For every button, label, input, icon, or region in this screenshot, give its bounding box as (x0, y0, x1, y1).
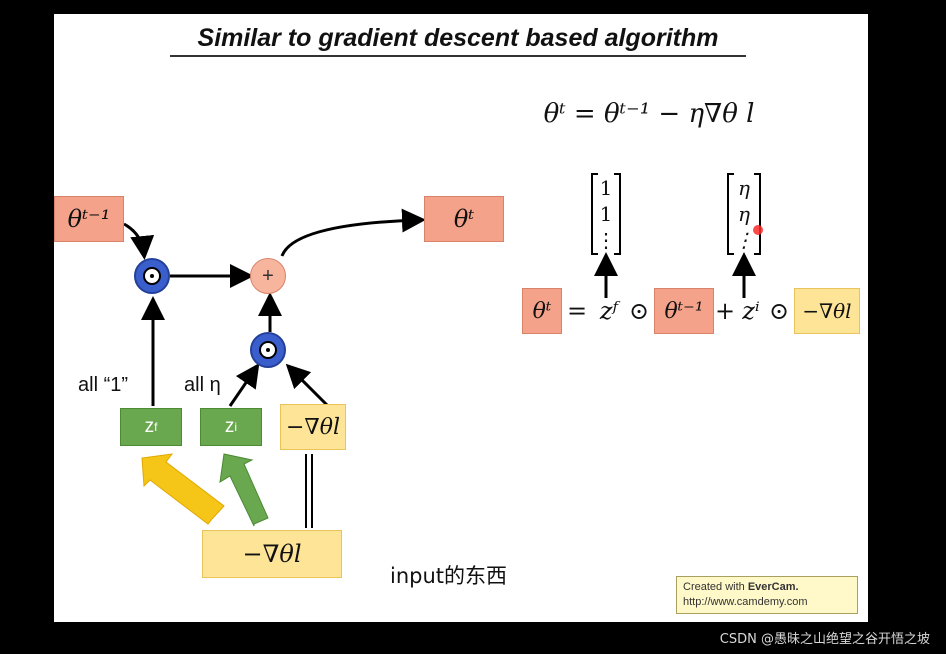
bracket-eta-left (727, 173, 734, 255)
slide-title: Similar to gradient descent based algori… (170, 24, 746, 57)
theta-t-box: θᵗ (424, 196, 504, 242)
zf-sup: f (154, 420, 158, 434)
arrow-plus-to-theta (280, 208, 426, 257)
evercam-watermark: Created with EverCam. http://www.camdemy… (676, 576, 858, 614)
arrow-theta-prev-to-odot (123, 222, 155, 260)
big-green-arrow (219, 453, 269, 527)
bracket-eta-right (754, 173, 761, 255)
equation-top: θᵗ = θᵗ⁻¹ − η∇θ l (543, 99, 755, 129)
zi-sup: i (234, 420, 238, 434)
formula-theta-prev: θᵗ⁻¹ (654, 288, 714, 334)
pointer-dot (753, 225, 763, 235)
formula-zf: zᶠ (599, 297, 619, 325)
plus-circle: + (250, 258, 286, 294)
vec-eta-2: ⋮ (734, 228, 754, 252)
watermark-prefix: Created with (683, 581, 748, 593)
vec-eta-1: η (738, 202, 750, 226)
slide: Similar to gradient descent based algori… (54, 14, 868, 622)
formula-plus: + (714, 297, 736, 325)
formula-zi: zⁱ (742, 297, 760, 325)
odot-top-circle (134, 258, 170, 294)
bracket-ones-left (591, 173, 598, 255)
formula-neg-grad: −∇θl (794, 288, 860, 334)
neg-grad-bottom-box: −∇θl (202, 530, 342, 578)
arrow-grad-to-odot2 (285, 363, 330, 408)
formula-odot2: ⊙ (768, 297, 790, 325)
vec-ones-1: 1 (599, 202, 613, 226)
zi-text: z (224, 416, 235, 437)
bracket-ones-right (614, 173, 621, 255)
csdn-watermark: CSDN @愚昧之山绝望之谷开悟之坡 (719, 632, 930, 647)
label-all-one: all “1” (78, 374, 129, 396)
video-subtitle: input的东西 (390, 564, 508, 588)
formula-eq: = (566, 297, 588, 325)
vec-ones: 1 1 ⋮ (594, 172, 618, 256)
theta-prev-box: θᵗ⁻¹ (54, 196, 124, 242)
vec-ones-0: 1 (599, 176, 613, 200)
vec-eta-0: η (738, 176, 750, 200)
watermark-url: http://www.camdemy.com (683, 596, 808, 608)
big-yellow-arrow (141, 453, 225, 525)
odot-lower-circle (250, 332, 286, 368)
plus-sign: + (262, 264, 274, 287)
formula-theta-t: θᵗ (522, 288, 562, 334)
vec-eta: η η ⋮ (730, 172, 758, 256)
formula-odot1: ⊙ (628, 297, 650, 325)
arrow-zi-to-odot2 (228, 363, 260, 407)
vec-ones-2: ⋮ (596, 228, 616, 252)
watermark-brand: EverCam. (747, 581, 799, 593)
diagram-arrows (123, 173, 763, 528)
zf-text: z (144, 416, 155, 437)
neg-grad-small-box: −∇θl (280, 404, 346, 450)
label-all-eta: all η (184, 374, 221, 396)
